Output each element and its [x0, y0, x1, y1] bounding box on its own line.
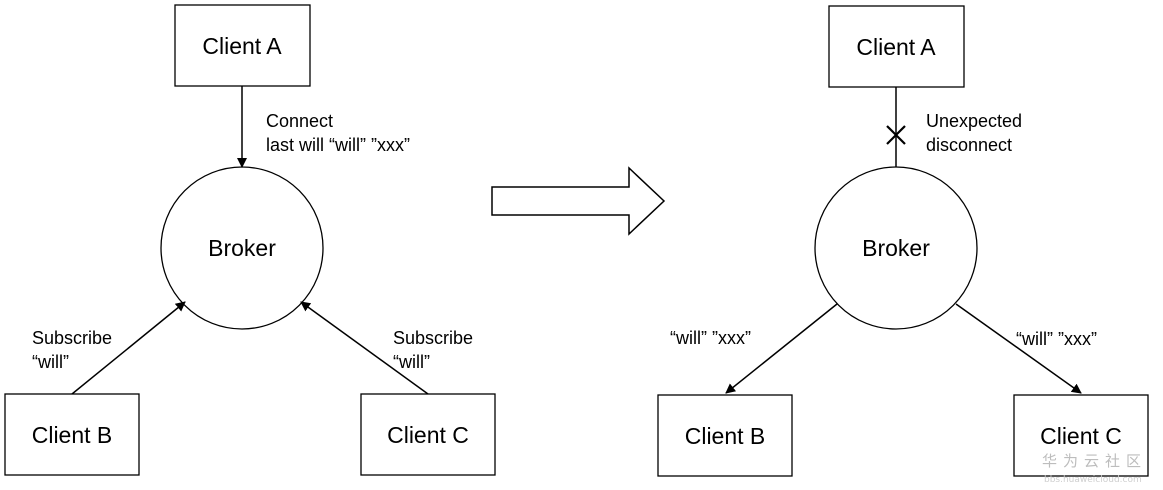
- right-will-to-c-arrow: [955, 303, 1082, 394]
- right-disconnect-label-1: Unexpected: [926, 111, 1022, 131]
- left-subscribe-b-label-1: Subscribe: [32, 328, 112, 348]
- right-client-c-box: [1013, 394, 1149, 477]
- left-subscribe-c-label-2: “will”: [393, 352, 430, 372]
- left-subscribe-c-label-1: Subscribe: [393, 328, 473, 348]
- right-broker-circle: [814, 166, 978, 330]
- watermark-url: bbs.huaweicloud.com: [1044, 475, 1142, 485]
- right-panel: Client A Broker Client B Client C Unexpe…: [657, 5, 1149, 477]
- left-client-c-label: Client C: [387, 422, 469, 448]
- right-client-a-label: Client A: [856, 34, 936, 60]
- right-client-b-box: [657, 394, 793, 477]
- left-subscribe-b-arrow: [71, 301, 186, 395]
- left-subscribe-b-label-2: “will”: [32, 352, 69, 372]
- right-broker-label: Broker: [862, 235, 930, 261]
- left-connect-label-1: Connect: [266, 111, 333, 131]
- watermark-title: 华为云社区: [1042, 452, 1147, 470]
- disconnect-x-icon: [886, 125, 906, 145]
- right-will-to-b-arrow: [725, 303, 838, 394]
- left-panel: Client A Broker Client B Client C Connec…: [4, 4, 496, 476]
- left-client-b-label: Client B: [32, 422, 113, 448]
- left-broker-label: Broker: [208, 235, 276, 261]
- right-will-c-label: “will” ”xxx”: [1016, 329, 1097, 349]
- right-client-c-label: Client C: [1040, 423, 1122, 449]
- right-client-b-label: Client B: [685, 423, 766, 449]
- right-disconnect-label-2: disconnect: [926, 135, 1012, 155]
- right-client-a-box: [828, 5, 965, 88]
- watermark: 华为云社区 bbs.huaweicloud.com: [1042, 452, 1147, 485]
- left-client-a-box: [174, 4, 311, 87]
- transition-arrow: [491, 166, 666, 236]
- left-client-c-box: [360, 393, 496, 476]
- right-will-b-label: “will” ”xxx”: [670, 328, 751, 348]
- left-client-a-label: Client A: [202, 33, 282, 59]
- left-connect-label-2: last will “will” ”xxx”: [266, 135, 410, 155]
- left-subscribe-c-arrow: [300, 301, 429, 395]
